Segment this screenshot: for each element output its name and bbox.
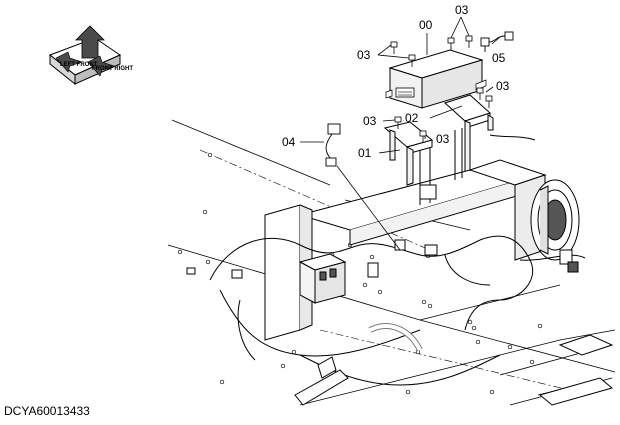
callout-03: 03 <box>496 79 510 93</box>
machine-assembly <box>186 128 614 406</box>
callout-02: 02 <box>405 111 419 125</box>
harness-connector-05 <box>480 31 514 52</box>
controller-unit <box>385 49 487 109</box>
center-lines <box>199 149 591 396</box>
callout-01: 01 <box>358 146 372 160</box>
callout-03: 03 <box>455 3 469 17</box>
bracket-01 <box>383 121 434 186</box>
document-code: DCYA60013433 <box>4 404 90 418</box>
front-right-label: FRONT RIGHT <box>92 66 133 72</box>
mounting-holes <box>177 152 543 395</box>
bracket-02 <box>444 94 494 176</box>
callout-03: 03 <box>436 132 450 146</box>
callouts: 00 03 03 05 03 02 03 03 01 04 <box>282 3 510 160</box>
front-left-label: LEFT FRONT <box>60 62 98 68</box>
callout-05: 05 <box>492 51 506 65</box>
callout-04: 04 <box>282 135 296 149</box>
bolts-03 <box>390 35 493 143</box>
direction-icon: LEFT FRONT FRONT RIGHT <box>49 25 133 86</box>
floor-frame <box>167 119 616 406</box>
callout-03: 03 <box>363 114 377 128</box>
callout-03: 03 <box>357 48 371 62</box>
callout-00: 00 <box>419 18 433 32</box>
leader-lines <box>300 16 501 251</box>
harness-connector-04 <box>325 123 341 167</box>
